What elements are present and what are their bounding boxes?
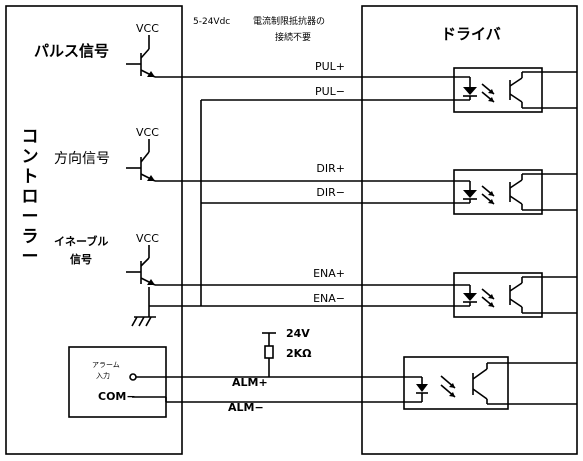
pin-pul-plus: PUL+ xyxy=(315,60,345,73)
alarm-input-label-line1: アラーム xyxy=(92,361,120,369)
supply-note-line1: 電流制限抵抗器の xyxy=(253,15,325,27)
pullup-resistor-icon xyxy=(262,332,276,377)
direction-optocoupler-icon xyxy=(362,169,577,215)
pulse-transistor-icon xyxy=(126,35,362,78)
pin-pul-minus: PUL− xyxy=(315,85,345,98)
direction-signal-label: 方向信号 xyxy=(54,151,110,167)
vcc-label-direction: VCC xyxy=(136,126,159,139)
enable-transistor-icon xyxy=(126,245,362,286)
pin-alm-plus: ALM+ xyxy=(232,376,268,389)
enable-signal-label-line2: 信号 xyxy=(70,252,92,266)
controller-box xyxy=(5,5,183,455)
controller-title-char: ト xyxy=(22,167,39,187)
alarm-optocoupler-icon xyxy=(362,356,577,410)
enable-signal-label-line1: イネーブル xyxy=(54,234,108,248)
pullup-voltage-label: 24V xyxy=(286,327,310,340)
pin-ena-plus: ENA+ xyxy=(313,267,345,280)
enable-optocoupler-icon xyxy=(362,272,577,318)
controller-title-char: ラ xyxy=(22,227,39,247)
controller-title-char: ン xyxy=(22,147,39,167)
driver-box xyxy=(361,5,578,455)
pullup-resistance-label: 2KΩ xyxy=(286,347,312,360)
supply-voltage-label: 5-24Vdc xyxy=(193,17,230,27)
pin-ena-minus: ENA− xyxy=(313,292,345,305)
controller-title-char: ー xyxy=(22,247,39,267)
pin-alm-minus: ALM− xyxy=(228,401,264,414)
alarm-input-label-line2: 入力 xyxy=(96,371,110,380)
pulse-optocoupler-icon xyxy=(362,67,577,113)
pin-dir-minus: DIR− xyxy=(316,186,345,199)
controller-title-char: ー xyxy=(22,207,39,227)
direction-transistor-icon xyxy=(126,139,362,182)
pulse-signal-label: パルス信号 xyxy=(34,42,109,60)
supply-note-line2: 接続不要 xyxy=(275,31,311,43)
vcc-label-enable: VCC xyxy=(136,232,159,245)
driver-title: ドライバ xyxy=(441,25,501,43)
alarm-input-box xyxy=(68,346,167,418)
supply-rail xyxy=(148,99,362,317)
vcc-label-pulse: VCC xyxy=(136,22,159,35)
alarm-wiring xyxy=(129,373,362,403)
controller-title: コ ン ト ロ ー ラ ー xyxy=(22,127,39,267)
com-label: COM− xyxy=(98,390,136,403)
controller-title-char: ロ xyxy=(22,187,39,207)
ground-icon xyxy=(131,316,156,327)
pin-dir-plus: DIR+ xyxy=(316,162,345,175)
controller-title-char: コ xyxy=(22,127,39,147)
